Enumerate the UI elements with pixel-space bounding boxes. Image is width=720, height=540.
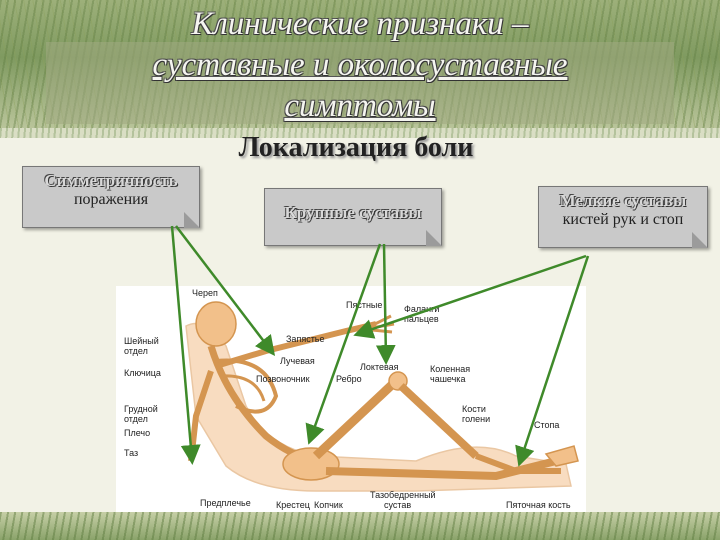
label-heel-bone: Пяточная кость <box>506 500 571 510</box>
callout-fold-corner <box>426 230 442 246</box>
label-sacrum: Крестец <box>276 500 310 510</box>
straight-leg <box>325 457 557 481</box>
title-line-2: суставные и околосуставные <box>152 47 568 83</box>
callout-large-joints-heading: Крупные суставы <box>284 203 422 222</box>
callout-fold-corner <box>692 232 708 248</box>
grass-background-band <box>0 128 720 138</box>
label-foot: Стопа <box>534 420 560 430</box>
label-patella-2: чашечка <box>430 374 466 384</box>
label-patella: Коленная <box>430 364 471 374</box>
slide-subtitle: Локализация боли <box>238 132 474 163</box>
label-cervical: Шейный <box>124 336 159 346</box>
callout-large-joints: Крупные суставы <box>264 188 442 246</box>
callout-small-joints-text: кистей рук и стоп <box>562 211 684 228</box>
callout-small-joints-heading: Мелкие суставы <box>559 191 687 210</box>
label-spine: Позвоночник <box>256 374 310 384</box>
label-forearm: Предплечье <box>200 498 251 508</box>
label-phalanges: Фаланги <box>404 304 440 314</box>
label-shin-bones-2: голени <box>462 414 491 424</box>
foot <box>474 453 561 474</box>
grass-background-bottom <box>0 512 720 540</box>
label-hip-joint: Тазобедренный <box>370 490 436 500</box>
title-panel <box>46 42 674 124</box>
label-hip-joint-2: сустав <box>384 500 412 510</box>
slide-title: Клинические признаки – суставные и около… <box>60 4 660 127</box>
femur <box>312 377 400 460</box>
label-pelvis: Таз <box>124 448 139 458</box>
label-clavicle: Ключица <box>124 368 161 378</box>
label-radius: Лучевая <box>280 356 315 366</box>
skull <box>195 301 237 347</box>
callout-symmetry: Симметричность поражения <box>22 166 200 228</box>
title-line-1: Клинические признаки – <box>191 6 529 42</box>
label-shoulder: Плечо <box>124 428 151 438</box>
tibia <box>398 383 479 459</box>
callout-small-joints: Мелкие суставы кистей рук и стоп <box>538 186 708 248</box>
label-thoracic: Грудной <box>124 404 158 414</box>
skeleton-illustration <box>185 301 579 492</box>
label-skull: Череп <box>192 288 218 298</box>
label-ulna: Локтевая <box>360 362 399 372</box>
pelvis <box>282 447 340 481</box>
callout-symmetry-text: поражения <box>73 191 149 208</box>
skeleton-figure: Череп Шейный отдел Ключица Грудной отдел… <box>116 286 586 514</box>
label-coccyx: Копчик <box>314 500 343 510</box>
callout-fold-corner <box>184 212 200 228</box>
label-shin-bones: Кости <box>462 404 486 414</box>
label-rib: Ребро <box>336 374 362 384</box>
label-wrist: Запястье <box>286 334 325 344</box>
label-thoracic-2: отдел <box>124 414 148 424</box>
label-metacarpals: Пястные <box>346 300 383 310</box>
label-phalanges-2: пальцев <box>404 314 439 324</box>
label-cervical-2: отдел <box>124 346 148 356</box>
title-line-3: симптомы <box>284 88 436 124</box>
ribs-inner <box>220 374 266 402</box>
callout-symmetry-heading: Симметричность <box>44 171 178 190</box>
hand-fingers <box>370 314 395 334</box>
